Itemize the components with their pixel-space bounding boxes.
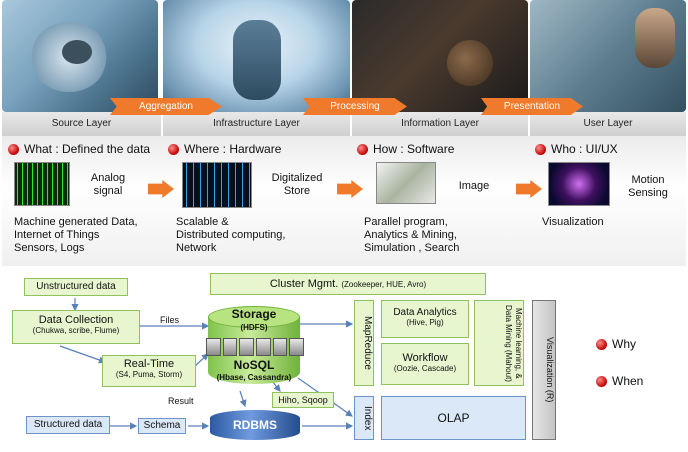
data-analytics-sub: (Hive, Pig) [406, 318, 444, 327]
flow-arrow-icon [516, 180, 542, 198]
data-collection-box: Data Collection (Chukwa, scribe, Flume) [12, 310, 140, 344]
structured-data-box: Structured data [26, 416, 110, 434]
rdbms-cylinder: RDBMS [210, 410, 300, 440]
infrastructure-layer-photo [163, 0, 350, 112]
cluster-mgmt-sub: (Zookeeper, HUE, Avro) [341, 280, 427, 289]
result-label: Result [168, 396, 194, 406]
bullet-icon [168, 144, 179, 156]
nosql-sub: (Hbase, Cassandra) [216, 373, 292, 382]
index-box: Index [354, 396, 374, 440]
source-description: Machine generated Data, Internet of Thin… [14, 216, 138, 254]
digitalized-store-thumbnail [182, 162, 252, 208]
who-heading-text: Who : UI/UX [551, 142, 618, 156]
nosql-title: NoSQL [233, 358, 275, 372]
server-icon [272, 338, 288, 356]
flow-arrow-icon [148, 180, 174, 198]
server-icon [206, 338, 221, 356]
data-analytics-box: Data Analytics (Hive, Pig) [381, 300, 469, 338]
files-label: Files [160, 315, 180, 325]
workflow-title: Workflow [402, 352, 448, 364]
olap-box: OLAP [381, 396, 526, 440]
data-collection-sub: (Chukwa, scribe, Flume) [32, 326, 120, 335]
bullet-icon [535, 144, 546, 156]
storage-sub: (HDFS) [240, 323, 268, 332]
bullet-icon [357, 144, 368, 156]
when-item: When [596, 374, 643, 388]
hiho-sqoop-box: Hiho, Sqoop [272, 392, 334, 408]
information-description: Parallel program, Analytics & Mining, Si… [364, 216, 460, 254]
machine-learning-box: Machine learning, & Data Mining (Mahout) [474, 300, 524, 386]
how-heading: How : Software [357, 142, 454, 156]
data-analytics-title: Data Analytics [393, 307, 457, 318]
server-icon [256, 338, 271, 356]
analog-signal-thumbnail [14, 162, 70, 206]
server-icon [289, 338, 305, 356]
layer-infrastructure: Infrastructure Layer [163, 112, 352, 136]
layer-information: Information Layer [352, 112, 530, 136]
where-heading: Where : Hardware [168, 142, 281, 156]
rdbms-title: RDBMS [233, 418, 277, 432]
infrastructure-description: Scalable & Distributed computing, Networ… [176, 216, 286, 254]
schema-box: Schema [138, 418, 186, 434]
layer-user: User Layer [530, 112, 686, 136]
user-layer-photo [530, 0, 686, 112]
where-heading-text: Where : Hardware [184, 142, 282, 156]
user-description: Visualization [542, 216, 604, 228]
layer-source: Source Layer [2, 112, 163, 136]
how-heading-text: How : Software [373, 142, 455, 156]
processing-arrow: Processing [303, 98, 407, 115]
server-icon [222, 338, 238, 356]
visualization-box: Visualization (R) [532, 300, 556, 440]
source-layer-photo [2, 0, 158, 112]
aggregation-arrow: Aggregation [110, 98, 222, 115]
flow-arrow-icon [337, 180, 363, 198]
cluster-mgmt-title: Cluster Mgmt. [269, 278, 339, 290]
realtime-box: Real-Time (S4, Puma, Storm) [102, 355, 196, 387]
what-heading: What : Defined the data [8, 142, 150, 156]
image-thumbnail [376, 162, 436, 204]
why-item: Why [596, 337, 636, 351]
digitalized-store-label: Digitalized Store [271, 172, 323, 197]
storage-title: Storage [231, 307, 277, 321]
bullet-icon [596, 376, 607, 388]
mapreduce-box: MapReduce [354, 300, 374, 386]
server-icons [206, 338, 305, 356]
motion-sensing-label: Motion Sensing [628, 174, 668, 199]
motion-sensing-thumbnail [548, 162, 610, 206]
workflow-box: Workflow (Oozie, Cascade) [381, 343, 469, 385]
bullet-icon [596, 339, 607, 351]
realtime-sub: (S4, Puma, Storm) [115, 370, 183, 379]
what-heading-text: What : Defined the data [24, 142, 151, 156]
realtime-title: Real-Time [123, 358, 175, 370]
why-label: Why [612, 337, 636, 351]
bullet-icon [8, 144, 19, 156]
data-collection-title: Data Collection [38, 314, 114, 326]
when-label: When [612, 374, 644, 388]
analog-signal-label: Analog signal [90, 172, 126, 197]
unstructured-data-box: Unstructured data [24, 278, 128, 296]
cluster-mgmt-box: Cluster Mgmt. (Zookeeper, HUE, Avro) [210, 273, 486, 295]
presentation-arrow: Presentation [481, 98, 583, 115]
storage-cylinder-top [208, 306, 300, 328]
who-heading: Who : UI/UX [535, 142, 618, 156]
workflow-sub: (Oozie, Cascade) [393, 364, 457, 373]
information-layer-photo [352, 0, 528, 112]
server-icon [239, 338, 255, 356]
image-label: Image [458, 180, 490, 192]
